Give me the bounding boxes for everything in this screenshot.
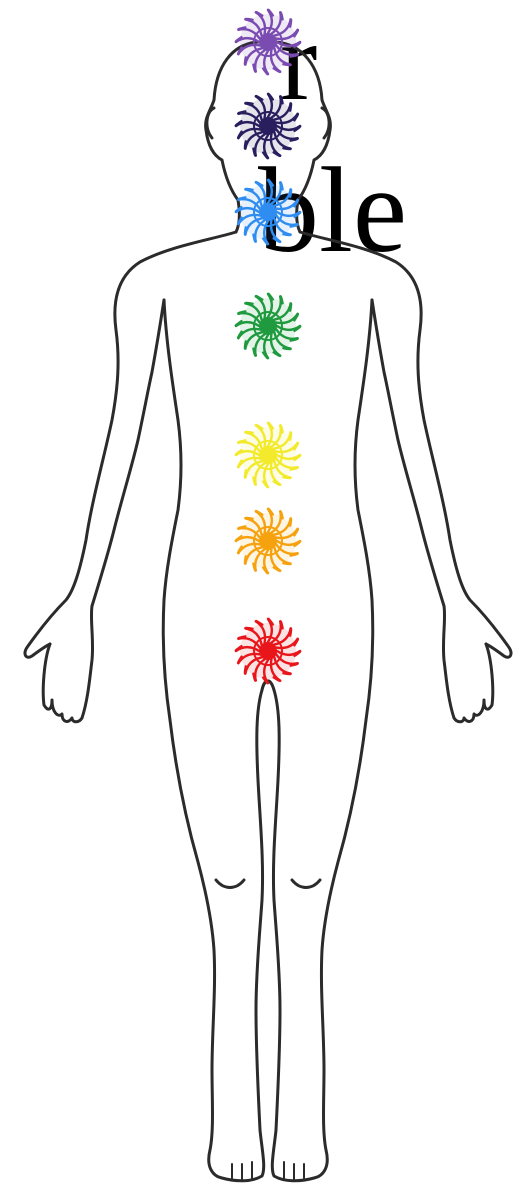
left-ear <box>207 108 214 138</box>
right-hand <box>443 606 492 722</box>
torso-left <box>163 300 181 720</box>
left-leg-inner <box>256 690 263 1130</box>
left-arm-inner <box>92 300 164 606</box>
right-arm-inner <box>372 300 444 606</box>
right-arm-outer <box>300 232 511 657</box>
chakra-group <box>236 10 300 683</box>
chakra-crown <box>236 10 300 74</box>
right-leg-outer <box>314 720 366 1178</box>
left-arm-outer <box>25 232 236 657</box>
right-ear <box>322 108 329 138</box>
right-leg-inner <box>273 690 280 1130</box>
right-knee-mark <box>292 880 320 888</box>
left-toes <box>232 1162 252 1180</box>
chakra-solar-plexus <box>236 423 300 487</box>
chakra-heart <box>236 294 300 358</box>
chakra-throat <box>236 180 300 244</box>
chakra-sacral <box>236 509 300 573</box>
left-leg-outer <box>170 720 222 1178</box>
chakra-third-eye <box>236 94 300 158</box>
torso-right <box>355 300 373 720</box>
right-toes <box>284 1162 304 1180</box>
left-knee-mark <box>216 880 244 888</box>
chakra-root <box>236 619 300 683</box>
left-hand <box>43 606 92 722</box>
